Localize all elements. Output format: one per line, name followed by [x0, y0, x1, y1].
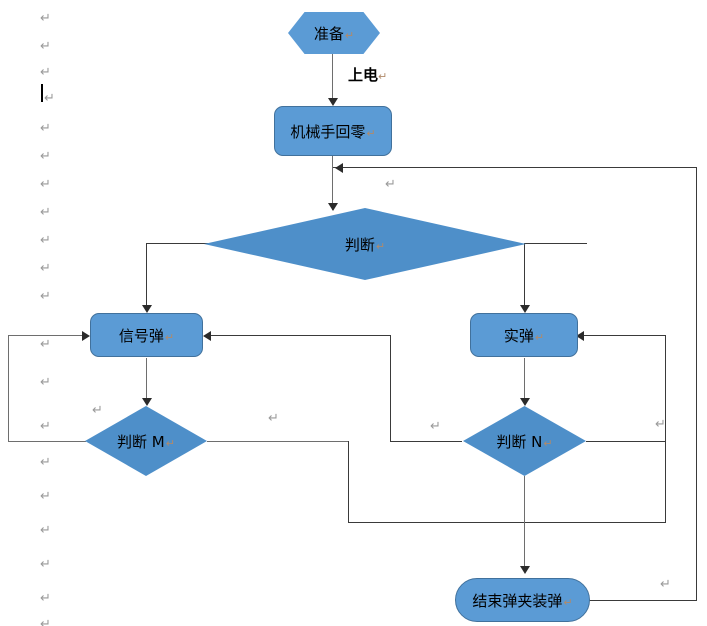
paragraph-mark: ↵: [40, 617, 51, 626]
arrowhead-right-flare: [82, 331, 90, 341]
paragraph-mark: ↵: [40, 205, 51, 220]
paragraph-mark: ↵: [660, 577, 671, 592]
paragraph-mark: ↵: [430, 419, 441, 434]
inline-paragraph-mark: ↵: [534, 330, 545, 344]
inline-paragraph-mark: ↵: [165, 436, 175, 450]
edge-flare-to-judgem: [146, 358, 147, 404]
edge-judge-to-live-v: [524, 243, 525, 309]
inline-paragraph-mark: ↵: [344, 28, 355, 42]
paragraph-mark: ↵: [40, 65, 51, 80]
arrowhead-left-return: [335, 163, 343, 173]
edge-label-text: 上电: [348, 66, 379, 84]
edge-judge-to-flare-h: [146, 243, 214, 244]
paragraph-mark: ↵: [40, 419, 51, 434]
paragraph-mark: ↵: [44, 91, 55, 106]
inline-paragraph-mark: ↵: [543, 436, 553, 450]
paragraph-mark: ↵: [40, 233, 51, 248]
paragraph-mark: ↵: [40, 337, 51, 352]
paragraph-mark: ↵: [40, 557, 51, 572]
node-judge-n-label: 判断 N: [496, 432, 543, 451]
edge-judgen-to-flare-v: [390, 335, 391, 442]
node-judge-m[interactable]: 判断 M↵: [85, 406, 207, 476]
inline-paragraph-mark: ↵: [375, 239, 386, 253]
node-manipulator-home-label: 机械手回零: [290, 122, 366, 141]
edge-label-power-on: 上电↵: [348, 64, 387, 85]
arrowhead-down-judge: [328, 203, 338, 211]
paragraph-mark: ↵: [40, 591, 51, 606]
hexagon-body: [288, 12, 380, 54]
paragraph-mark: ↵: [40, 121, 51, 136]
text-cursor: [41, 84, 43, 102]
node-finish-magazine-loading-label: 结束弹夹装弹: [472, 591, 563, 610]
arrowhead-left-flare: [203, 331, 211, 341]
paragraph-mark: ↵: [40, 261, 51, 276]
paragraph-mark: ↵: [40, 39, 51, 54]
edge-judgem-loop-top: [8, 335, 86, 336]
edge-right-rail-vertical: [665, 335, 666, 523]
arrowhead-down-home: [328, 98, 338, 106]
paragraph-mark: ↵: [40, 523, 51, 538]
edge-judgem-loop-bottom: [8, 441, 86, 442]
edge-home-to-judge: [332, 155, 333, 210]
node-live-ammo-label: 实弹: [503, 326, 534, 345]
edge-judgen-to-flare-h2: [207, 335, 391, 336]
arrowhead-down-flare: [142, 305, 152, 313]
arrowhead-down-judgem: [142, 398, 152, 406]
paragraph-mark: ↵: [40, 455, 51, 470]
paragraph-mark: ↵: [40, 375, 51, 390]
edge-judgen-to-flare-h1: [390, 441, 462, 442]
arrowhead-down-finish: [520, 566, 530, 574]
inline-paragraph-mark: ↵: [366, 126, 376, 140]
paragraph-mark: ↵: [40, 11, 51, 26]
node-signal-flare-label: 信号弹: [118, 326, 164, 345]
paragraph-mark: ↵: [92, 403, 103, 418]
edge-judgem-to-live-h1: [207, 441, 348, 442]
inline-paragraph-mark: ↵: [164, 330, 175, 344]
edge-return-vertical-right: [696, 167, 697, 601]
node-finish-magazine-loading[interactable]: 结束弹夹装弹↵: [455, 578, 590, 622]
node-signal-flare[interactable]: 信号弹↵: [90, 313, 203, 357]
edge-right-rail-to-live: [580, 335, 666, 336]
node-prepare[interactable]: 准备↵: [288, 12, 380, 54]
paragraph-mark: ↵: [385, 177, 396, 192]
edge-judgem-loop-left: [8, 335, 9, 442]
paragraph-mark: ↵: [655, 417, 666, 432]
paragraph-mark: ↵: [40, 149, 51, 164]
arrowhead-down-live: [520, 305, 530, 313]
edge-judgem-to-live-h2: [348, 522, 666, 523]
edge-judgen-to-finish: [524, 476, 525, 572]
arrowhead-left-live: [576, 331, 584, 341]
edge-judgen-to-live-h: [586, 441, 666, 442]
node-judge-m-label: 判断 M: [117, 432, 165, 451]
node-judge-label: 判断: [344, 235, 375, 254]
edge-judge-to-live-h: [525, 243, 587, 244]
edge-judgem-to-live-v: [348, 441, 349, 523]
node-manipulator-home[interactable]: 机械手回零↵: [274, 106, 392, 156]
node-judge-n[interactable]: 判断 N↵: [463, 406, 586, 476]
edge-prepare-to-home: [332, 52, 333, 102]
paragraph-mark: ↵: [40, 489, 51, 504]
arrowhead-down-judgen: [520, 398, 530, 406]
edge-live-to-judgen: [524, 358, 525, 404]
node-live-ammo[interactable]: 实弹↵: [470, 313, 578, 357]
inline-paragraph-mark: ↵: [563, 595, 573, 609]
paragraph-mark: ↵: [40, 177, 51, 192]
edge-return-horizontal: [333, 167, 697, 168]
paragraph-mark: ↵: [268, 411, 279, 426]
inline-paragraph-mark: ↵: [378, 70, 388, 83]
edge-judge-to-flare-v: [146, 243, 147, 309]
edge-finish-to-right-rail: [588, 600, 697, 601]
paragraph-mark: ↵: [40, 289, 51, 304]
node-prepare-label: 准备: [313, 24, 344, 43]
node-judge[interactable]: 判断↵: [204, 208, 526, 280]
